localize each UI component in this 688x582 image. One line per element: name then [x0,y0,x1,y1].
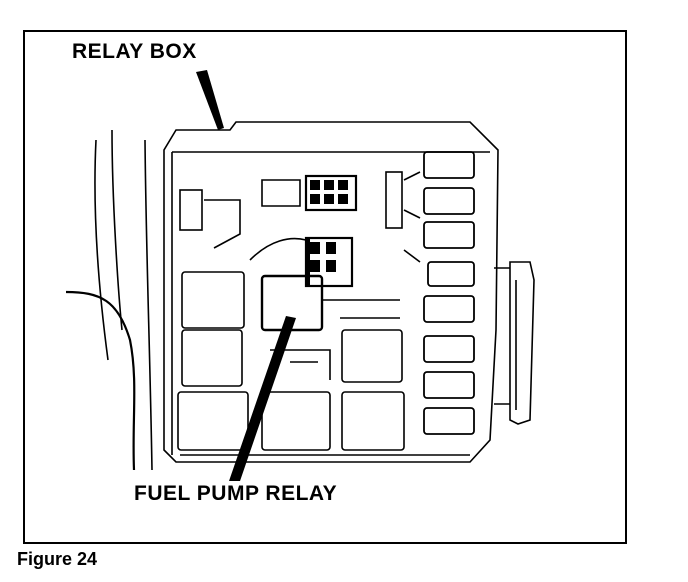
fuel-pump-relay-label: FUEL PUMP RELAY [134,482,338,505]
fuel-pump-relay-pointer [229,316,296,481]
side-connector [509,261,535,425]
figure-frame [23,30,627,544]
wire-harness-left [94,139,109,361]
relay-box-label: RELAY BOX [72,40,197,63]
fuse-column [423,151,475,435]
relay-large-6 [341,391,405,451]
fuel-pump-relay-shape [260,274,324,332]
connector-block-top [304,174,358,212]
relay-large-3 [341,329,403,383]
relay-large-4 [177,391,249,451]
relay-large-1 [181,271,245,329]
relay-box-pointer [196,70,224,130]
relay-large-5 [261,391,331,451]
figure-caption: Figure 24 [17,549,98,569]
relay-box-housing [163,121,499,463]
relay-large-2 [181,329,243,387]
small-relay [179,189,203,231]
long-fuse [385,171,403,229]
